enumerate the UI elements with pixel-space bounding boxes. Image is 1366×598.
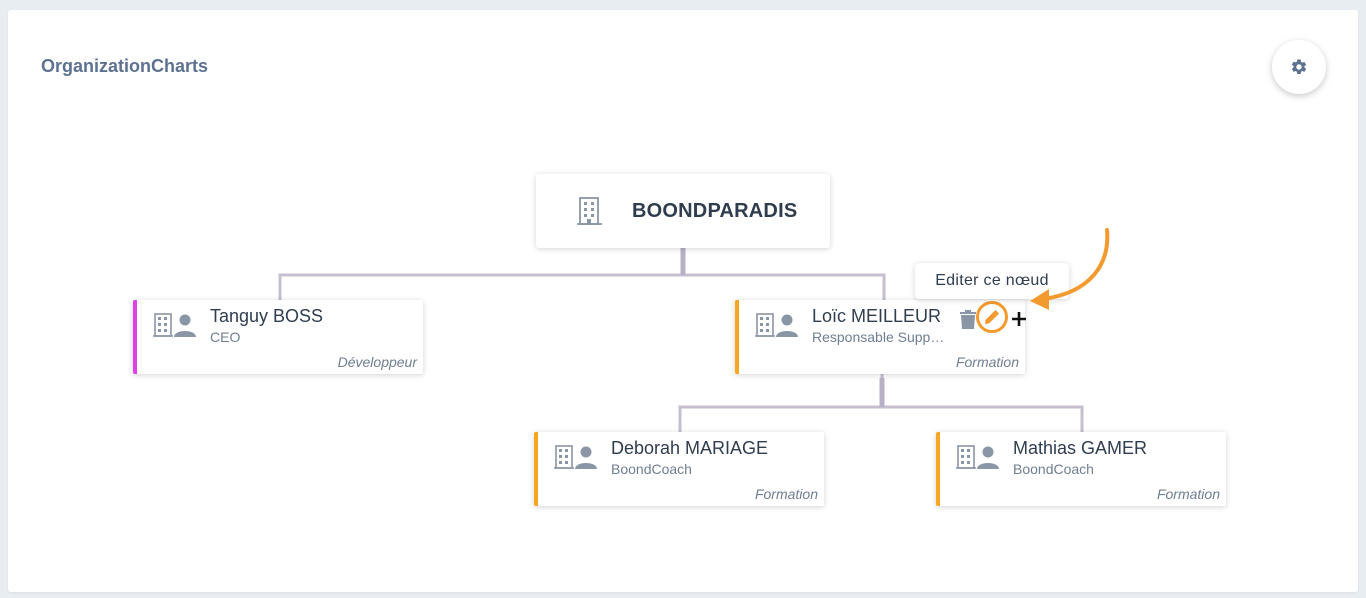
plus-icon[interactable] xyxy=(1011,311,1027,327)
node-role: CEO xyxy=(210,329,241,345)
pencil-icon[interactable] xyxy=(975,300,1009,334)
node-loic-meilleur[interactable]: Loïc MEILLEUR Responsable Support Format… xyxy=(735,300,1027,374)
building-person-icon xyxy=(755,313,798,337)
building-icon xyxy=(577,197,602,225)
gear-icon xyxy=(1291,59,1307,74)
node-department: Formation xyxy=(1156,486,1220,502)
node-mathias-gamer[interactable]: Mathias GAMER BoondCoach Formation xyxy=(936,432,1226,506)
node-department: Formation xyxy=(754,486,818,502)
node-name: Tanguy BOSS xyxy=(210,306,324,326)
node-department: Développeur xyxy=(337,354,417,370)
page-title: OrganizationCharts xyxy=(41,56,209,76)
node-name: Mathias GAMER xyxy=(1013,438,1148,458)
node-department: Formation xyxy=(955,354,1019,370)
node-role: BoondCoach xyxy=(1013,461,1094,477)
settings-button[interactable] xyxy=(1272,40,1326,94)
node-role: BoondCoach xyxy=(611,461,692,477)
building-person-icon xyxy=(153,313,196,337)
node-tanguy-boss[interactable]: Tanguy BOSS CEO Développeur xyxy=(133,300,423,374)
node-deborah-mariage[interactable]: Deborah MARIAGE BoondCoach Formation xyxy=(534,432,824,506)
root-node[interactable]: BOONDPARADIS xyxy=(536,174,830,248)
root-label: BOONDPARADIS xyxy=(632,200,798,222)
building-person-icon xyxy=(956,445,999,469)
trash-icon[interactable] xyxy=(959,310,977,330)
building-person-icon xyxy=(554,445,597,469)
node-name: Loïc MEILLEUR xyxy=(812,306,942,326)
node-role: Responsable Support xyxy=(812,329,946,345)
edit-node-tooltip: Editer ce nœud xyxy=(915,263,1069,299)
node-name: Deborah MARIAGE xyxy=(611,438,769,458)
